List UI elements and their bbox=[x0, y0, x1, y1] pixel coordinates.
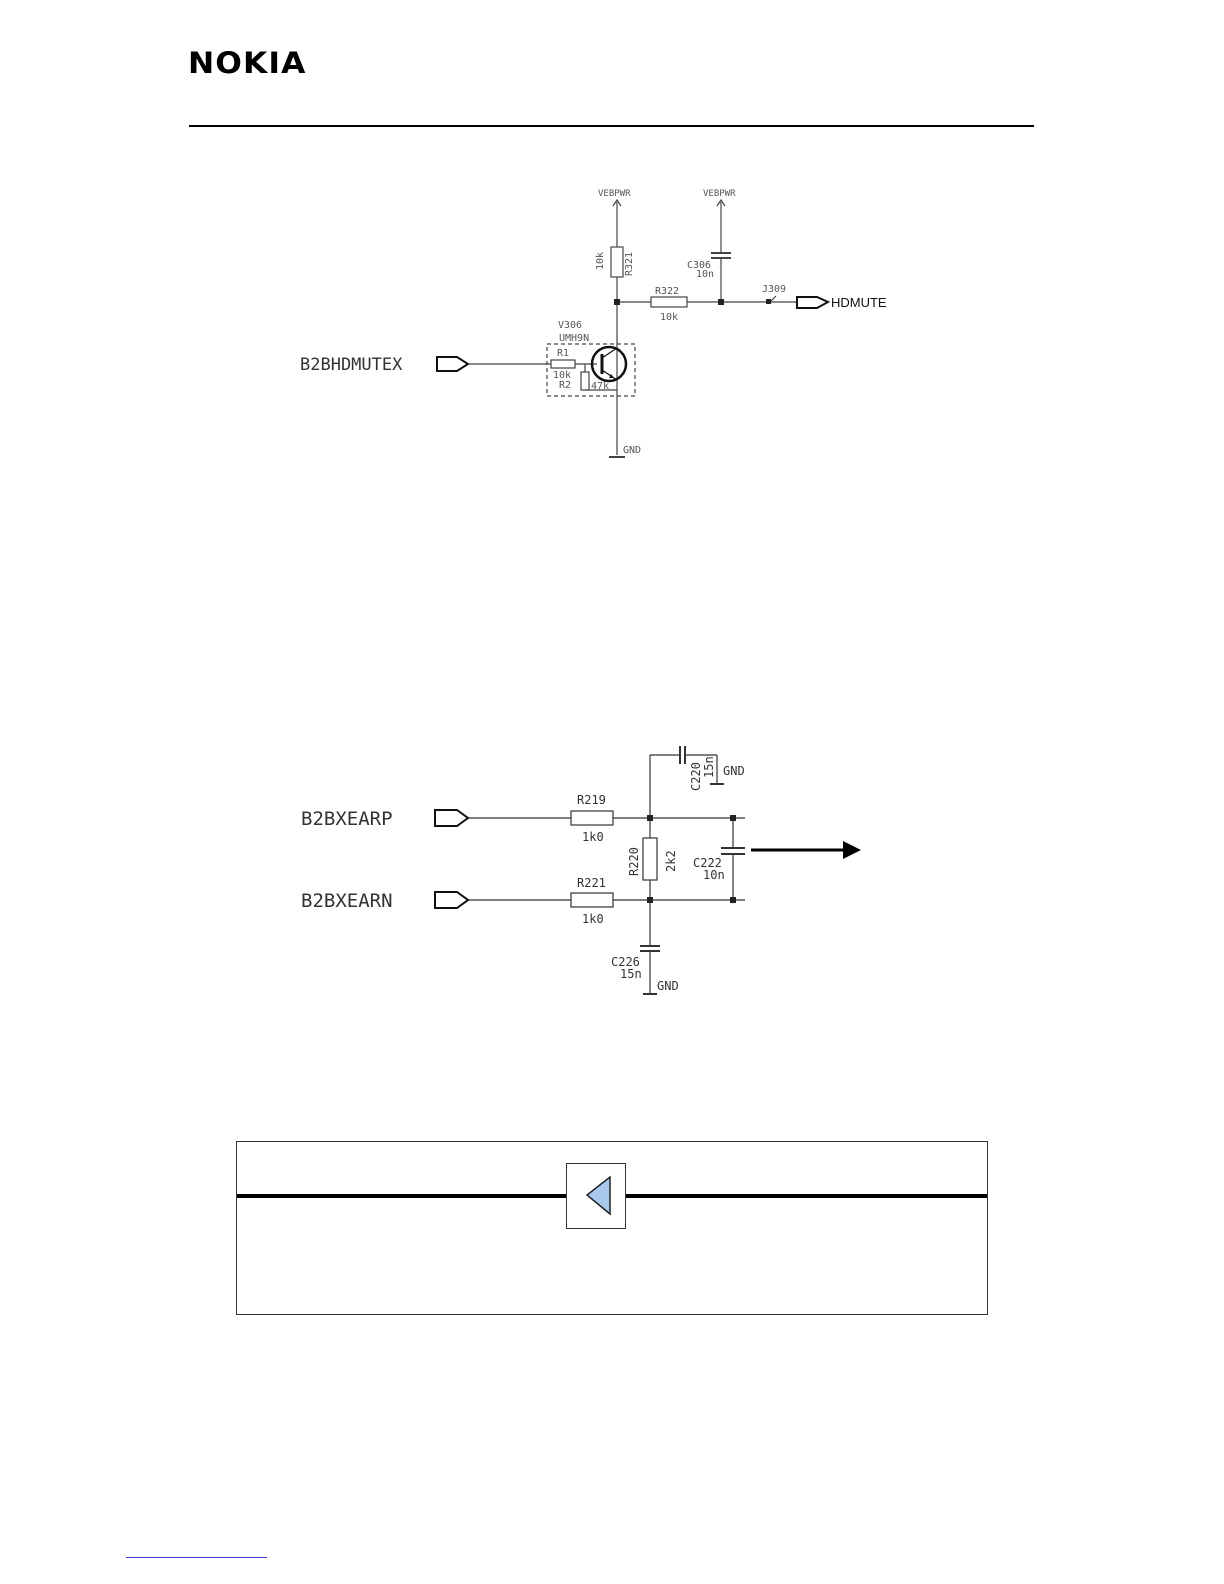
r220-name: R220 bbox=[627, 847, 641, 876]
r219-value: 1k0 bbox=[582, 830, 604, 844]
earpiece-schematic: B2BXEARP B2BXEARN R219 1k0 R221 1k0 R220… bbox=[0, 730, 1224, 1010]
r221-value: 1k0 bbox=[582, 912, 604, 926]
c220-name: C220 bbox=[689, 762, 703, 791]
r221-name: R221 bbox=[577, 876, 606, 890]
b2bxearp-label: B2BXEARP bbox=[301, 808, 393, 830]
b2bhdmutex-label: B2BHDMUTEX bbox=[300, 355, 403, 375]
footer-link-rule bbox=[126, 1557, 267, 1558]
v306-name: V306 bbox=[558, 320, 582, 331]
gnd-top-label: GND bbox=[723, 764, 745, 778]
nav-frame bbox=[236, 1141, 988, 1315]
supply-label-left: VEBPWR bbox=[598, 189, 631, 199]
r321-value: 10k bbox=[595, 252, 606, 270]
r322-name: R322 bbox=[655, 286, 679, 297]
c220-value: 15n bbox=[702, 756, 716, 778]
triangle-left-icon bbox=[567, 1164, 625, 1228]
r322-value: 10k bbox=[660, 312, 678, 323]
hdmute-schematic: VEBPWR VEBPWR R321 10k C306 10n R322 10k… bbox=[0, 0, 1224, 520]
c306-value: 10n bbox=[696, 269, 714, 280]
r2-value: 47k bbox=[591, 381, 609, 392]
r220-value: 2k2 bbox=[664, 850, 678, 872]
v306-part: UMH9N bbox=[559, 333, 589, 344]
c226-value: 15n bbox=[620, 967, 642, 981]
r219-name: R219 bbox=[577, 793, 606, 807]
hdmute-label: HDMUTE bbox=[831, 295, 887, 310]
gnd-label: GND bbox=[623, 445, 641, 456]
c222-value: 10n bbox=[703, 868, 725, 882]
supply-label-right: VEBPWR bbox=[703, 189, 736, 199]
b2bxearn-label: B2BXEARN bbox=[301, 890, 393, 912]
j309-name: J309 bbox=[762, 284, 786, 295]
back-button[interactable] bbox=[566, 1163, 626, 1229]
r321-name: R321 bbox=[624, 252, 635, 276]
r1-name: R1 bbox=[557, 348, 569, 359]
gnd-bottom-label: GND bbox=[657, 979, 679, 993]
r2-name: R2 bbox=[559, 380, 571, 391]
